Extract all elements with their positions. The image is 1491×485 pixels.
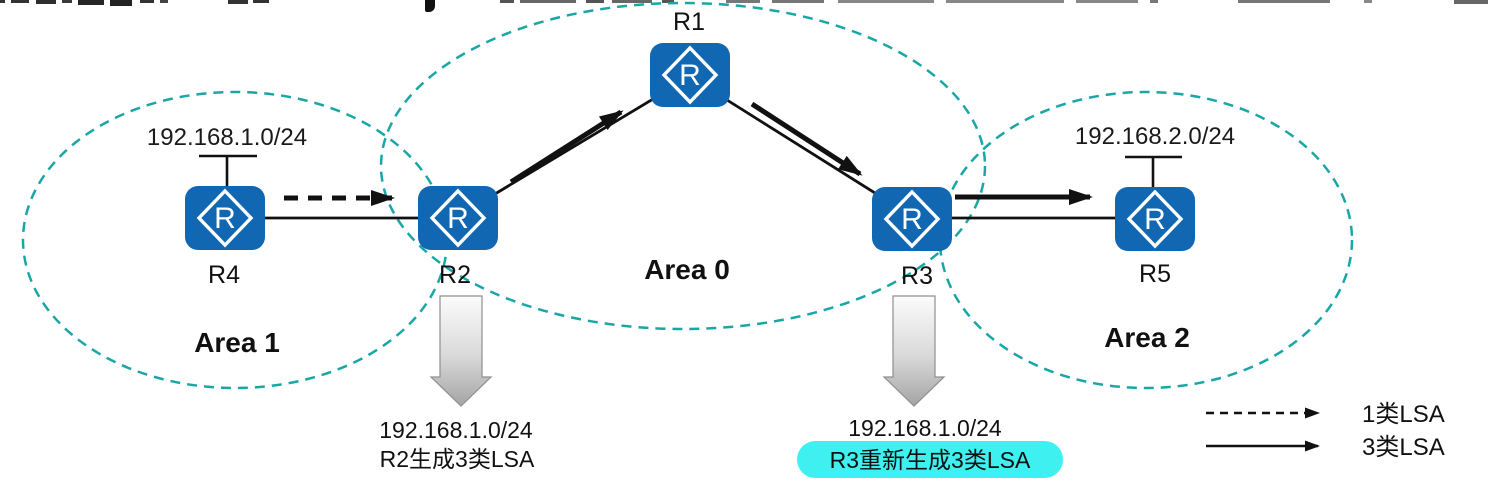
- clipped-text-artifact: [946, 0, 1064, 3]
- clipped-text-artifact: [662, 0, 674, 3]
- router-icon-r5: R: [1115, 187, 1195, 251]
- router-icon-letter: R: [447, 202, 469, 235]
- clipped-text-artifact: [160, 0, 168, 3]
- area1-label: Area 1: [194, 327, 280, 358]
- clipped-text-artifact: [11, 0, 29, 3]
- generate-arrow-below-r3: [882, 295, 946, 407]
- clipped-text-artifact: [78, 0, 104, 5]
- network2-stub: [1125, 155, 1182, 187]
- router-icon-letter: R: [214, 202, 236, 235]
- clipped-text-artifact: [425, 0, 435, 12]
- area0-boundary-ellipse: [379, 1, 987, 331]
- clipped-text-artifact: [1454, 0, 1488, 4]
- clipped-text-artifact: [0, 0, 5, 3]
- clipped-text-artifact: [500, 0, 514, 3]
- clipped-text-artifact: [1076, 0, 1138, 3]
- clipped-text-artifact: [520, 0, 576, 3]
- clipped-text-artifact: [1238, 0, 1330, 3]
- network2-label: 192.168.2.0/24: [1075, 123, 1235, 150]
- clipped-text-artifact: [110, 0, 132, 6]
- r2-annotation-network: 192.168.1.0/24: [379, 417, 533, 443]
- router-label-r5: R5: [1139, 260, 1171, 288]
- router-label-r3: R3: [901, 262, 933, 290]
- router-icon-letter: R: [901, 203, 923, 236]
- router-icon-r2: R: [418, 186, 498, 250]
- router-label-r2: R2: [439, 261, 471, 289]
- router-label-r1: R1: [673, 8, 705, 36]
- clipped-text-artifact: [140, 0, 154, 3]
- clipped-text-artifact: [36, 0, 56, 4]
- type3-lsa-arrow-r2-r1: [509, 109, 624, 185]
- clipped-text-artifact: [586, 0, 604, 3]
- legend-type1-lsa-label: 1类LSA: [1362, 401, 1445, 428]
- clipped-text-artifact: [1364, 0, 1372, 3]
- link-r2-r1: [459, 76, 689, 217]
- area2-boundary-ellipse: [938, 90, 1354, 390]
- router-icon-r4: R: [185, 186, 265, 250]
- r3-annotation-network: 192.168.1.0/24: [848, 415, 1002, 441]
- clipped-text-artifact: [612, 0, 652, 3]
- legend: 1类LSA 3类LSA: [1206, 401, 1445, 461]
- router-icon-letter: R: [679, 59, 701, 92]
- r3-annotation-action: R3重新生成3类LSA: [830, 447, 1031, 473]
- area2-label: Area 2: [1104, 322, 1190, 353]
- generate-arrow-below-r2: [429, 295, 493, 407]
- clipped-text-artifact: [62, 0, 72, 3]
- clipped-text-artifact: [772, 0, 824, 3]
- clipped-text-artifact: [838, 0, 934, 3]
- type3-lsa-arrow-r1-r3: [750, 101, 863, 177]
- legend-type3-lsa-label: 3类LSA: [1362, 434, 1445, 461]
- router-icon-r1: R: [650, 43, 730, 107]
- r2-annotation-action: R2生成3类LSA: [380, 446, 535, 472]
- clipped-text-artifact: [1150, 0, 1158, 3]
- clipped-text-artifact: [253, 0, 269, 3]
- router-icon-r3: R: [872, 187, 952, 251]
- r3-annotation-highlight: [797, 441, 1063, 478]
- network1-label: 192.168.1.0/24: [147, 124, 307, 151]
- router-label-r4: R4: [208, 261, 240, 289]
- clipped-text-artifact: [228, 0, 248, 4]
- link-r1-r3: [691, 76, 911, 217]
- network1-stub: [199, 154, 257, 186]
- router-icon-letter: R: [1144, 203, 1166, 236]
- area0-label: Area 0: [644, 254, 730, 285]
- clipped-text-artifact: [726, 0, 760, 3]
